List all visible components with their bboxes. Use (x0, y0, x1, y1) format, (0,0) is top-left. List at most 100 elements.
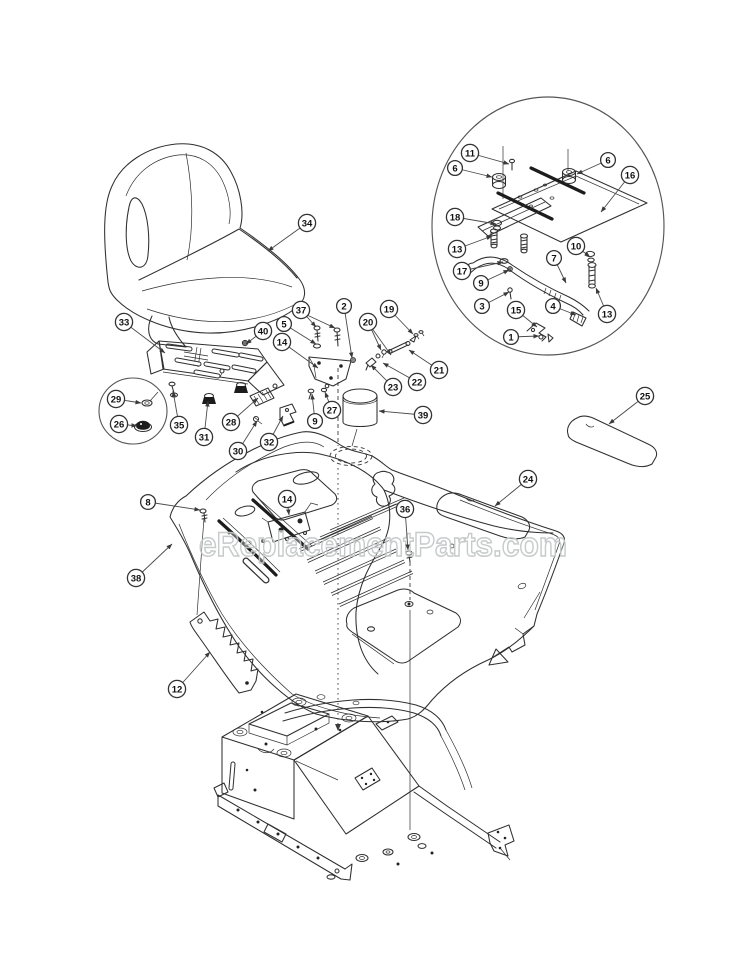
diagram-shape (411, 835, 417, 839)
callout-circle (452, 261, 472, 281)
callout-circle (446, 159, 464, 177)
callout-number: 9 (478, 278, 483, 289)
seat-mounting-plate-33 (146, 339, 285, 404)
callout-39: 39 (378, 405, 433, 425)
callout-number: 40 (258, 326, 269, 337)
diagram-shape (141, 277, 293, 292)
callout-21: 21 (408, 349, 449, 380)
diagram-shape (474, 262, 584, 316)
adjustment-linkage (365, 330, 425, 371)
diagram-shape (183, 346, 209, 368)
diagram-shape (251, 498, 310, 551)
diagram-shape (342, 395, 378, 428)
diagram-shape (587, 257, 595, 263)
callout-circle (413, 405, 433, 425)
diagram-shape (334, 868, 340, 874)
callout-circle (506, 300, 526, 320)
diagram-shape (239, 353, 263, 361)
diagram-shape (278, 527, 284, 533)
serrated-bracket-12 (189, 611, 259, 694)
callout-8: 8 (139, 493, 201, 512)
callout-circle (272, 332, 292, 352)
diagram-shape (520, 236, 528, 251)
diagram-shape (547, 333, 554, 343)
diagram-shape (404, 600, 414, 608)
callout-17: 17 (452, 260, 504, 281)
callout-37: 37 (291, 300, 317, 328)
diagram-shape (140, 423, 142, 425)
diagram-shape (407, 602, 411, 606)
callout-circle (473, 297, 491, 315)
diagram-shape (334, 331, 341, 347)
diagram-shape (189, 611, 259, 694)
callout-13: 13 (447, 235, 493, 259)
diagram-shape (329, 446, 373, 466)
diagram-shape (477, 197, 552, 237)
diagram-shape (316, 694, 326, 700)
callout-23: 23 (370, 364, 403, 397)
diagram-shape (308, 392, 312, 400)
callout-circle (221, 412, 241, 432)
callout-circle (253, 321, 273, 341)
diagram-shape (276, 832, 280, 836)
callout-circle (322, 400, 342, 420)
projection-lines (196, 368, 411, 830)
callout-circle (395, 499, 415, 519)
diagram-shape (243, 341, 247, 345)
callout-14: 14 (277, 489, 297, 516)
diagram-shape (243, 558, 269, 583)
callout-number: 3 (479, 301, 484, 312)
seat-bracket-14 (307, 325, 356, 400)
leader-line (370, 326, 392, 356)
diagram-shape (543, 183, 547, 187)
diagram-shape (280, 750, 288, 756)
diagram-shape (125, 154, 231, 225)
callout-number: 13 (452, 244, 463, 255)
callout-circle (597, 304, 617, 324)
callout-number: 13 (602, 309, 613, 320)
diagram-shape (146, 304, 295, 323)
callout-number: 5 (281, 319, 287, 330)
diagram-shape (430, 851, 434, 855)
callout-3: 3 (473, 291, 510, 315)
diagram-shape (488, 648, 509, 666)
diagram-shape (366, 626, 376, 632)
callout-12: 12 (167, 651, 211, 699)
diagram-shape (175, 358, 201, 366)
callout-34: 34 (267, 213, 317, 252)
callout-number: 12 (172, 684, 183, 695)
diagram-shape (369, 772, 373, 776)
diagram-shape (263, 823, 287, 843)
callout-circle (518, 469, 538, 489)
footrest-pad-24 (436, 492, 531, 540)
callout-circle (407, 372, 427, 392)
diagram-shape (472, 256, 590, 312)
fender-assembly (169, 431, 566, 723)
diagram-shape (276, 748, 292, 758)
diagram-shape (104, 143, 306, 334)
diagram-shape (317, 361, 321, 365)
callout-7: 7 (545, 249, 567, 284)
diagram-shape (405, 340, 411, 347)
callout-2: 2 (335, 297, 354, 359)
callout-4: 4 (544, 297, 577, 316)
callout-24: 24 (494, 469, 538, 507)
diagram-shape (295, 760, 339, 781)
diagram-shape (585, 423, 595, 428)
diagram-shape (588, 283, 596, 289)
diagram-shape (375, 353, 381, 359)
diagram-shape (566, 170, 572, 174)
leader-line (147, 501, 201, 512)
watermark: eReplacementParts.com (198, 525, 568, 565)
diagram-shape (519, 233, 529, 239)
diagram-shape (292, 471, 320, 485)
callout-circle (620, 165, 640, 185)
callout-number: 7 (551, 253, 556, 264)
diagram-shape (588, 265, 596, 285)
diagram-shape (302, 530, 308, 536)
diagram-shape (335, 448, 367, 464)
diagram-shape (213, 782, 229, 798)
diagram-shape (381, 349, 387, 355)
callout-13: 13 (595, 287, 617, 324)
